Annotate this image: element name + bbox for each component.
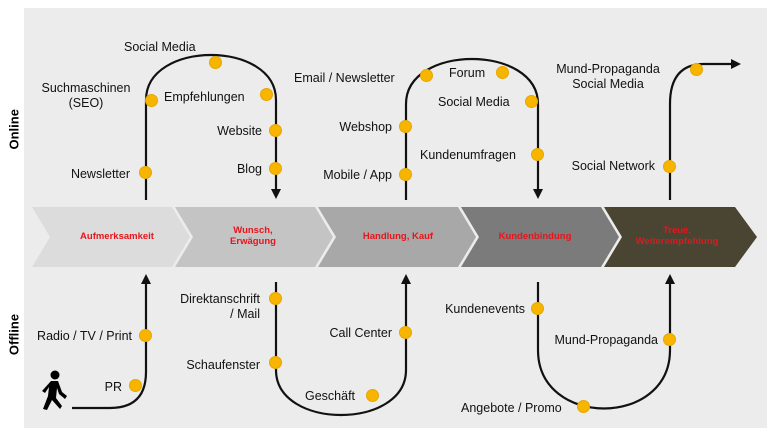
online-side-label: Online [6,109,22,150]
label-social-network: Social Network [571,159,655,173]
stage-label-treue: Treue, Weiterempfehlung [635,225,719,247]
offline-side-label: Offline [6,313,22,356]
touchpoint-dot [525,95,538,108]
label-webshop: Webshop [339,120,392,134]
touchpoint-dot [145,94,158,107]
walking-person-icon [42,370,67,410]
stage-label-wunsch: Wunsch, Erwägung [230,225,276,247]
label-schaufenster: Schaufenster [186,358,260,372]
arrowhead-down-1 [271,189,281,199]
touchpoint-dot [399,120,412,133]
touchpoint-dot [129,379,142,392]
arrowhead-down-2 [533,189,543,199]
stage-label-handlung: Handlung, Kauf [362,231,434,242]
label-kundenevents: Kundenevents [445,302,525,316]
touchpoint-dot [139,329,152,342]
label-newsletter: Newsletter [70,167,130,181]
arrowhead-right-end [731,59,741,69]
label-mobile-app: Mobile / App [323,168,392,182]
touchpoint-dot [690,63,703,76]
label-social-media-1: Social Media [124,40,196,54]
arrowhead-up-2 [401,274,411,284]
label-pr: PR [104,380,122,394]
label-email-newsletter: Email / Newsletter [294,71,395,85]
label-mund-propaganda: Mund-Propaganda [554,333,658,347]
label-radio-tv-print: Radio / TV / Print [37,329,132,343]
touchpoint-dot [269,292,282,305]
label-geschaeft: Geschäft [305,389,356,403]
label-angebote-promo: Angebote / Promo [461,401,562,415]
stage-chevron-kundenbindung [461,207,619,267]
touchpoint-dot [209,56,222,69]
label-mund-propaganda-social-media: Mund-Propaganda Social Media [556,62,660,91]
label-social-media-2: Social Media [438,95,510,109]
touchpoint-dot [269,356,282,369]
stage-label-kundenbindung: Kundenbindung [498,231,572,242]
stage-label-aufmerksamkeit: Aufmerksamkeit [80,231,154,242]
label-forum: Forum [449,66,486,80]
label-call-center: Call Center [329,326,392,340]
touchpoint-dot [663,333,676,346]
touchpoint-dot [269,124,282,137]
touchpoint-dot [269,162,282,175]
touchpoint-dot [663,160,676,173]
touchpoint-dot [366,389,379,402]
arrowhead-up-3 [665,274,675,284]
label-kundenumfragen: Kundenumfragen [420,148,516,162]
label-website: Website [217,124,262,138]
stage-chevron-aufmerksamkeit [32,207,190,267]
touchpoint-dot [399,326,412,339]
touchpoint-dot [139,166,152,179]
arrowhead-up-1 [141,274,151,284]
label-empfehlungen: Empfehlungen [164,90,245,104]
touchpoint-dot [531,148,544,161]
touchpoint-dot [260,88,273,101]
label-direktanschrift: Direktanschrift / Mail [180,292,260,321]
stage-chevron-handlung [318,207,476,267]
touchpoint-dot [399,168,412,181]
touchpoint-dot [577,400,590,413]
touchpoint-dot [420,69,433,82]
stage-chevron-wunsch [175,207,333,267]
journey-path [72,53,732,417]
label-blog: Blog [236,162,262,176]
touchpoint-dot [496,66,509,79]
stage-chevron-treue [604,207,757,267]
touchpoint-dot [531,302,544,315]
label-suchmaschinen: Suchmaschinen (SEO) [41,81,131,110]
